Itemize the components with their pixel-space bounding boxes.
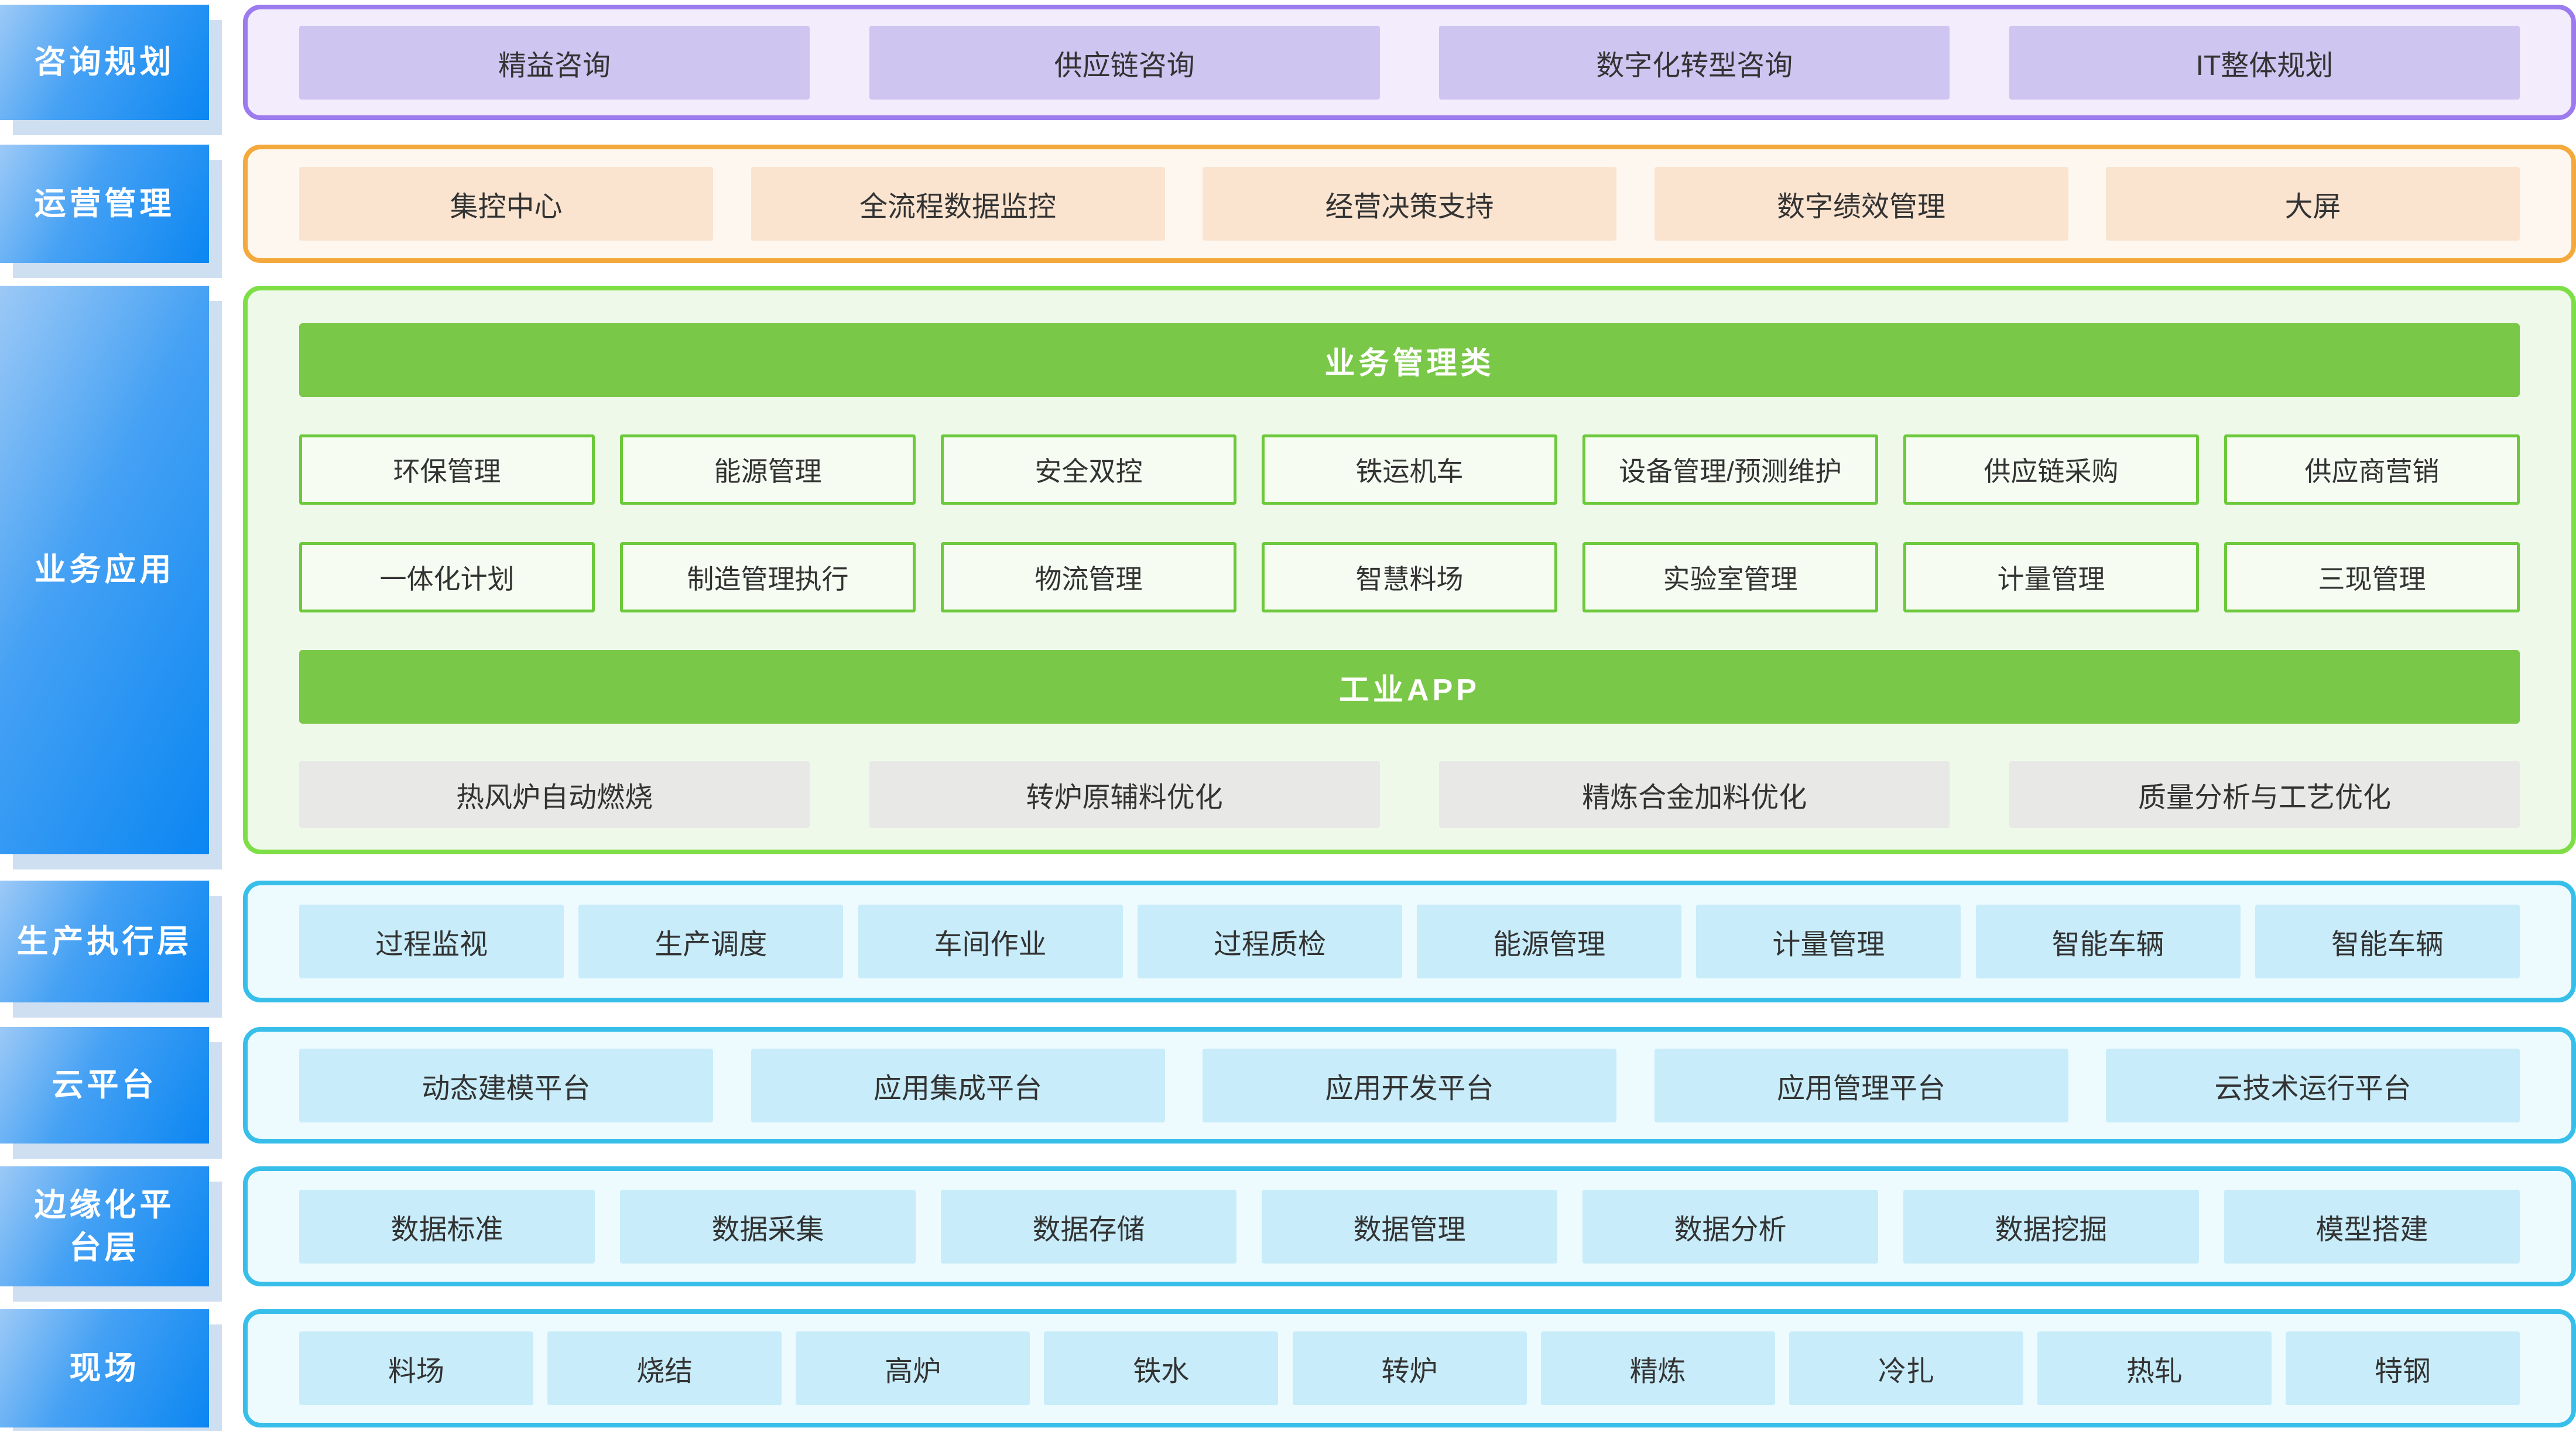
- cloud-item: 云技术运行平台: [2106, 1048, 2520, 1122]
- cloud-item: 动态建模平台: [299, 1048, 713, 1122]
- field-item: 精炼: [1540, 1331, 1775, 1405]
- layer-row-field: 现场 料场烧结高炉铁水转炉精炼冷扎热轧特钢: [0, 1309, 2576, 1427]
- execution-item: 生产调度: [578, 905, 844, 978]
- management-item: 供应链采购: [1903, 434, 2199, 505]
- edge-item: 数据标准: [299, 1189, 595, 1264]
- management-item: 计量管理: [1903, 542, 2199, 612]
- group-header-industrial-app: 工业APP: [299, 650, 2520, 724]
- management-item: 供应商营销: [2224, 434, 2520, 505]
- panel-execution: 过程监视生产调度车间作业过程质检能源管理计量管理智能车辆智能车辆: [243, 881, 2576, 1002]
- field-item: 料场: [299, 1331, 533, 1405]
- edge-item: 数据分析: [1582, 1189, 1878, 1264]
- management-item: 能源管理: [620, 434, 916, 505]
- edge-item: 数据存储: [941, 1189, 1236, 1264]
- field-item: 烧结: [547, 1331, 782, 1405]
- consulting-item: 数字化转型咨询: [1439, 25, 1950, 100]
- management-item: 三现管理: [2224, 542, 2520, 612]
- layer-label-execution: 生产执行层: [0, 881, 209, 1002]
- layer-label-business: 业务应用: [0, 286, 209, 854]
- layer-label-cloud: 云平台: [0, 1027, 209, 1144]
- edge-item: 模型搭建: [2224, 1189, 2520, 1264]
- layer-label-text: 运营管理: [34, 186, 175, 221]
- cloud-item: 应用开发平台: [1203, 1048, 1616, 1122]
- management-item: 环保管理: [299, 434, 595, 505]
- management-item: 一体化计划: [299, 542, 595, 612]
- execution-item: 计量管理: [1696, 905, 1961, 978]
- field-item: 铁水: [1044, 1331, 1279, 1405]
- layer-row-execution: 生产执行层 过程监视生产调度车间作业过程质检能源管理计量管理智能车辆智能车辆: [0, 881, 2576, 1002]
- management-items-row2: 一体化计划制造管理执行物流管理智慧料场实验室管理计量管理三现管理: [299, 542, 2520, 612]
- management-items-row1: 环保管理能源管理安全双控铁运机车设备管理/预测维护供应链采购供应商营销: [299, 434, 2520, 505]
- consulting-item: IT整体规划: [2009, 25, 2520, 100]
- management-item: 设备管理/预测维护: [1582, 434, 1878, 505]
- field-item: 特钢: [2286, 1331, 2520, 1405]
- field-item: 高炉: [796, 1331, 1030, 1405]
- field-item: 冷扎: [1789, 1331, 2023, 1405]
- management-item: 智慧料场: [1262, 542, 1557, 612]
- industrial-app-item: 转炉原辅料优化: [869, 761, 1380, 828]
- management-item: 安全双控: [941, 434, 1236, 505]
- layer-row-operations: 运营管理 集控中心全流程数据监控经营决策支持数字绩效管理大屏: [0, 145, 2576, 263]
- edge-item: 数据采集: [620, 1189, 916, 1264]
- layer-label-text: 现场: [69, 1350, 140, 1386]
- layer-row-edge: 边缘化平台层 数据标准数据采集数据存储数据管理数据分析数据挖掘模型搭建: [0, 1166, 2576, 1286]
- layer-row-consulting: 咨询规划 精益咨询供应链咨询数字化转型咨询 IT整体规划: [0, 5, 2576, 120]
- layer-label-field: 现场: [0, 1309, 209, 1427]
- operations-item: 数字绩效管理: [1654, 167, 2068, 241]
- execution-item: 过程质检: [1137, 905, 1402, 978]
- execution-item: 过程监视: [299, 905, 564, 978]
- panel-field: 料场烧结高炉铁水转炉精炼冷扎热轧特钢: [243, 1309, 2576, 1427]
- layer-label-text: 业务应用: [34, 552, 175, 588]
- panel-cloud: 动态建模平台应用集成平台应用开发平台应用管理平台云技术运行平台: [243, 1027, 2576, 1144]
- layer-row-cloud: 云平台 动态建模平台应用集成平台应用开发平台应用管理平台云技术运行平台: [0, 1027, 2576, 1144]
- operations-item: 集控中心: [299, 167, 713, 241]
- edge-items: 数据标准数据采集数据存储数据管理数据分析数据挖掘模型搭建: [299, 1189, 2520, 1264]
- edge-item: 数据管理: [1262, 1189, 1557, 1264]
- cloud-items: 动态建模平台应用集成平台应用开发平台应用管理平台云技术运行平台: [299, 1048, 2520, 1122]
- field-item: 热轧: [2037, 1331, 2272, 1405]
- consulting-item: 供应链咨询: [869, 25, 1380, 100]
- group-header-management: 业务管理类: [299, 323, 2520, 397]
- layer-label-text: 生产执行层: [16, 923, 193, 959]
- industrial-app-item: 质量分析与工艺优化: [2009, 761, 2520, 828]
- field-items: 料场烧结高炉铁水转炉精炼冷扎热轧特钢: [299, 1331, 2520, 1405]
- execution-item: 智能车辆: [1975, 905, 2241, 978]
- cloud-item: 应用管理平台: [1654, 1048, 2068, 1122]
- management-item: 铁运机车: [1262, 434, 1557, 505]
- panel-operations: 集控中心全流程数据监控经营决策支持数字绩效管理大屏: [243, 145, 2576, 263]
- management-item: 实验室管理: [1582, 542, 1878, 612]
- industrial-app-item: 热风炉自动燃烧: [299, 761, 810, 828]
- layer-row-business: 业务应用 业务管理类 环保管理能源管理安全双控铁运机车设备管理/预测维护供应链采…: [0, 286, 2576, 854]
- operations-item: 大屏: [2106, 167, 2520, 241]
- management-item: 物流管理: [941, 542, 1236, 612]
- layer-label-text: 边缘化平台层: [34, 1187, 175, 1265]
- consulting-item: 精益咨询: [299, 25, 810, 100]
- operations-item: 经营决策支持: [1203, 167, 1616, 241]
- consulting-items: 精益咨询供应链咨询数字化转型咨询 IT整体规划: [299, 25, 2520, 100]
- execution-item: 能源管理: [1417, 905, 1682, 978]
- operations-items: 集控中心全流程数据监控经营决策支持数字绩效管理大屏: [299, 167, 2520, 241]
- layer-label-operations: 运营管理: [0, 145, 209, 263]
- panel-edge: 数据标准数据采集数据存储数据管理数据分析数据挖掘模型搭建: [243, 1166, 2576, 1286]
- operations-item: 全流程数据监控: [751, 167, 1165, 241]
- layer-label-text: 云平台: [52, 1067, 157, 1103]
- layer-label-consulting: 咨询规划: [0, 5, 209, 120]
- industrial-app-item: 精炼合金加料优化: [1439, 761, 1950, 828]
- layer-label-text: 咨询规划: [34, 44, 175, 80]
- panel-business: 业务管理类 环保管理能源管理安全双控铁运机车设备管理/预测维护供应链采购供应商营…: [243, 286, 2576, 854]
- industrial-app-items: 热风炉自动燃烧转炉原辅料优化精炼合金加料优化质量分析与工艺优化: [299, 761, 2520, 828]
- execution-item: 车间作业: [858, 905, 1123, 978]
- edge-item: 数据挖掘: [1903, 1189, 2199, 1264]
- field-item: 转炉: [1292, 1331, 1527, 1405]
- layer-label-edge: 边缘化平台层: [0, 1166, 209, 1286]
- cloud-item: 应用集成平台: [751, 1048, 1165, 1122]
- execution-item: 智能车辆: [2255, 905, 2520, 978]
- panel-consulting: 精益咨询供应链咨询数字化转型咨询 IT整体规划: [243, 5, 2576, 120]
- execution-items: 过程监视生产调度车间作业过程质检能源管理计量管理智能车辆智能车辆: [299, 905, 2520, 978]
- management-item: 制造管理执行: [620, 542, 916, 612]
